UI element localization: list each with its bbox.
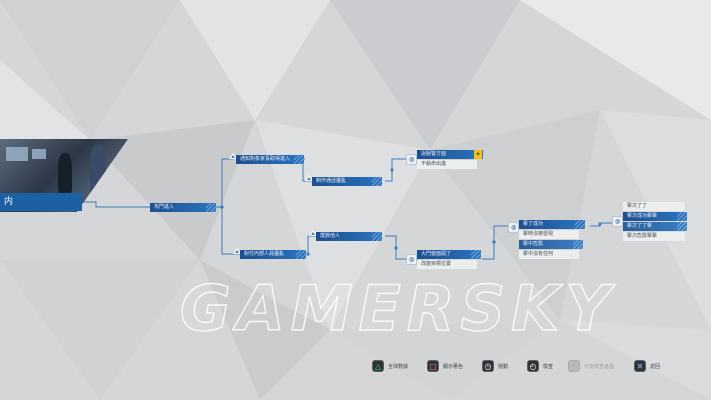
node-label: 擊中危險 [523, 241, 544, 247]
node-group-icon: ◍ [406, 254, 417, 265]
control-label: 不能檢查進程 [584, 363, 615, 370]
square-icon: □ [427, 360, 439, 372]
node-branch-2[interactable]: 擊時沒被發現 [519, 230, 579, 239]
node-right-mid-1[interactable]: 大門窗面開了 [417, 250, 481, 259]
node-group-icon: ◍ [612, 216, 623, 227]
node-lower-1[interactable]: 對付內部人員擾亂 [240, 250, 306, 259]
node-trail [471, 250, 481, 259]
node-label: 擊中沒有任何 [523, 251, 554, 257]
cross-icon: ✕ [634, 360, 646, 372]
control-checkpoint[interactable]: 不能檢查進程 [568, 357, 614, 375]
node-label: 擊次成功擊擊 [627, 213, 658, 219]
node-label: 撲救他人 [320, 233, 341, 239]
branch-marker-icon [305, 175, 313, 181]
node-label: 擊次危險擊擊 [627, 233, 658, 239]
node-trail [677, 222, 687, 231]
control-label: 顯示著色 [443, 363, 464, 370]
node-right-mid-2[interactable]: 改變目標位置 [417, 260, 477, 269]
node-final-3[interactable]: 擊次了了擊 [623, 222, 687, 231]
control-back[interactable]: ✕ 返回 [634, 357, 660, 375]
thumbnail-monitor [6, 147, 28, 161]
node-lower-2[interactable]: 撲救他人 [316, 232, 382, 241]
triangle-icon: △ [372, 360, 384, 372]
node-final-4[interactable]: 擊次危險擊擊 [623, 232, 685, 241]
collectible-badge: ✦ [474, 150, 482, 159]
node-label: 制作通話擾亂 [316, 178, 347, 184]
node-branch-4[interactable]: 擊中沒有任何 [519, 250, 579, 259]
thumbnail-monitor [32, 149, 46, 159]
node-final-2[interactable]: 擊次成功擊擊 [623, 212, 687, 221]
checkpoint-icon [568, 360, 580, 372]
scene-title-bar: 内 [0, 193, 82, 211]
node-trail [573, 240, 583, 249]
branch-marker-icon [229, 153, 237, 159]
node-trail [372, 177, 382, 186]
node-upper-2[interactable]: 制作通話擾亂 [312, 177, 382, 186]
node-trail [296, 250, 306, 259]
node-trail [206, 203, 216, 212]
node-label: 通知對象家長取得進入 [240, 156, 291, 162]
node-trail [372, 232, 382, 241]
control-label: 全球數據 [388, 363, 409, 370]
watermark-text: GAMERSKY [179, 271, 617, 345]
control-rewind[interactable]: ◷ 撥動 [482, 357, 508, 375]
node-label: 攻門進入 [154, 204, 175, 210]
clock-icon: ◷ [482, 360, 494, 372]
node-branch-3[interactable]: 擊中危險 [519, 240, 583, 249]
node-label: 擊時沒被發現 [523, 231, 554, 237]
node-label: 擊了成功 [523, 221, 544, 227]
branch-marker-icon [233, 248, 241, 254]
control-label: 返回 [650, 363, 661, 370]
node-root[interactable]: 攻門進入 [150, 203, 216, 212]
node-label: 對付內部人員擾亂 [244, 251, 285, 257]
node-trail [575, 220, 585, 229]
node-label: 大門窗面開了 [421, 251, 452, 257]
control-label: 撥動 [498, 363, 509, 370]
node-label: 擊次了了擊 [627, 223, 653, 229]
node-label: 說服警方面 [421, 151, 447, 157]
control-global-stats[interactable]: △ 全球數據 [372, 357, 408, 375]
node-label: 擊次了了 [627, 203, 648, 209]
node-upper-1[interactable]: 通知對象家長取得進入 [236, 155, 304, 164]
node-trail [294, 155, 304, 164]
control-check[interactable]: ◴ 檢查 [527, 357, 553, 375]
node-right-top-1[interactable]: 說服警方面 ✦ [417, 150, 483, 159]
rewind-icon: ◴ [527, 360, 539, 372]
node-label: 不執命出進 [421, 161, 447, 167]
scene-title: 内 [4, 197, 14, 207]
node-branch-1[interactable]: 擊了成功 [519, 220, 585, 229]
node-trail [677, 212, 687, 221]
node-group-icon: ◍ [406, 154, 417, 165]
thumbnail-figure [58, 153, 72, 193]
node-label: 改變目標位置 [421, 261, 452, 267]
control-label: 檢查 [543, 363, 554, 370]
branch-marker-icon [309, 230, 317, 236]
control-show-color[interactable]: □ 顯示著色 [427, 357, 463, 375]
node-right-top-2[interactable]: 不執命出進 [417, 160, 477, 169]
node-final-1[interactable]: 擊次了了 [623, 202, 685, 211]
node-group-icon: ◍ [508, 222, 519, 233]
